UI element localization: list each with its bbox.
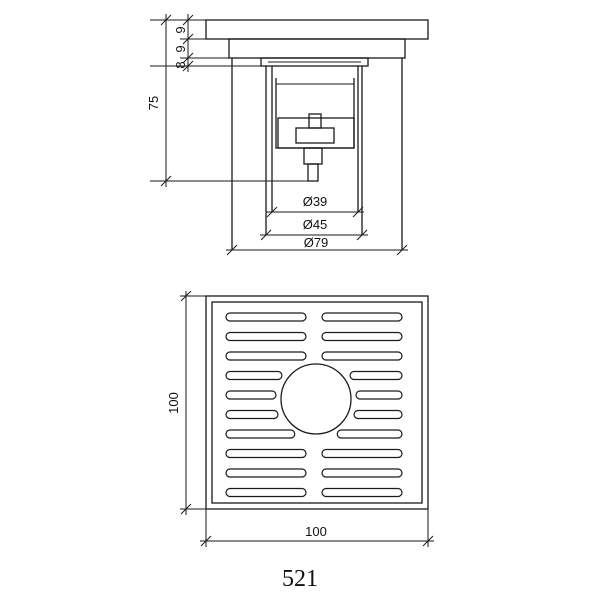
top-view: 100 100 bbox=[166, 290, 434, 547]
grate-slot-right bbox=[321, 468, 403, 478]
dim-grate-height-100: 100 bbox=[166, 392, 181, 414]
grate-slot-right bbox=[321, 448, 403, 459]
grate-slot-left bbox=[225, 351, 307, 361]
seal-center bbox=[295, 127, 335, 144]
dim-height-75: 75 bbox=[146, 96, 161, 110]
grate-outer-frame bbox=[205, 295, 429, 510]
grate-slot-right bbox=[321, 351, 403, 361]
dim-diameter-39: Ø39 bbox=[303, 194, 328, 209]
grate-slot-left bbox=[225, 468, 307, 478]
grate-slots bbox=[225, 312, 403, 498]
side-view: 9 9 8 75 Ø39 Ø45 Ø79 bbox=[146, 14, 429, 256]
top-view-dimensions: 100 100 bbox=[166, 290, 434, 547]
dim-diameter-45: Ø45 bbox=[303, 217, 328, 232]
grate-slot-right bbox=[355, 390, 403, 400]
side-vertical-dimensions: 9 9 8 75 bbox=[146, 14, 308, 187]
grate-slot-right bbox=[321, 331, 403, 342]
dim-grate-width-100: 100 bbox=[305, 524, 327, 539]
grate-slot-right bbox=[321, 312, 403, 322]
grate-slot-right bbox=[321, 487, 403, 498]
grate-slot-left bbox=[225, 312, 307, 322]
grate-slot-left bbox=[225, 370, 283, 381]
top-flange bbox=[205, 19, 429, 40]
grate-slot-right bbox=[336, 429, 403, 439]
stem-body bbox=[303, 147, 323, 165]
center-drain-hole bbox=[280, 363, 352, 435]
grate-slot-left bbox=[225, 390, 277, 400]
grate-slot-left bbox=[225, 409, 279, 420]
dim-9-top: 9 bbox=[173, 26, 188, 33]
model-number: 521 bbox=[282, 566, 318, 592]
stem-tip bbox=[307, 163, 319, 182]
dim-diameter-79: Ø79 bbox=[304, 235, 329, 250]
grate-slot-left bbox=[225, 448, 307, 459]
grate-slot-left bbox=[225, 429, 296, 439]
second-tier bbox=[228, 38, 406, 59]
dim-8: 8 bbox=[173, 61, 188, 68]
grate-slot-right bbox=[349, 370, 403, 381]
third-tier bbox=[260, 57, 369, 67]
side-diameter-dimensions: Ø39 Ø45 Ø79 bbox=[226, 194, 408, 256]
grate-slot-left bbox=[225, 487, 307, 498]
grate-inner-frame bbox=[211, 301, 423, 504]
dim-9-middle: 9 bbox=[173, 45, 188, 52]
grate-slot-left bbox=[225, 331, 307, 342]
grate-slot-right bbox=[353, 409, 403, 420]
inner-cup bbox=[275, 78, 355, 149]
